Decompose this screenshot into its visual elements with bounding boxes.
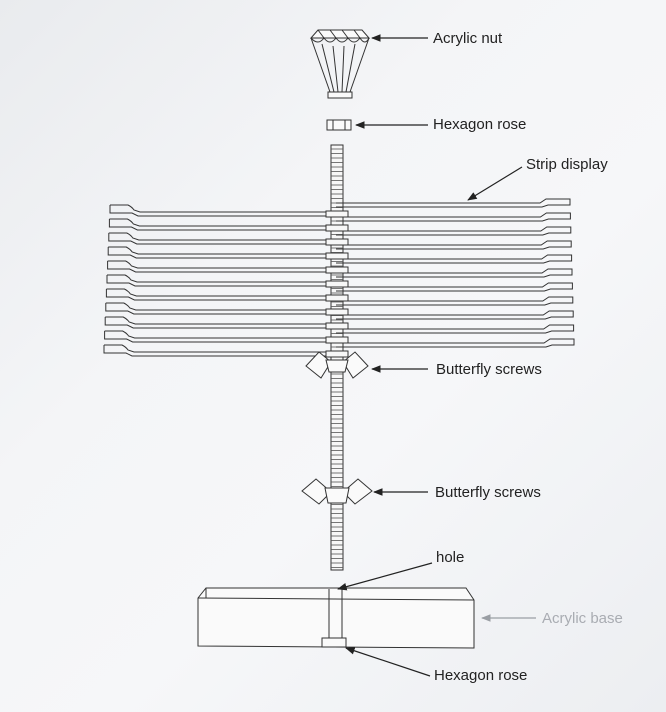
label-hole: hole (436, 549, 465, 566)
label-acrylic-nut: Acrylic nut (433, 30, 503, 47)
strip-8 (105, 296, 574, 316)
butterfly-screw-lower (301, 478, 373, 505)
label-strip-display: Strip display (526, 156, 608, 173)
label-acrylic-base: Acrylic base (542, 610, 623, 627)
strip-3 (108, 226, 572, 246)
arrow-strip-display (467, 166, 523, 201)
strip-11 (103, 338, 575, 358)
strip-4 (107, 240, 572, 260)
arrow-hole (337, 562, 433, 591)
label-butterfly-screws-lower: Butterfly screws (435, 484, 541, 501)
butterfly-screw-upper (305, 351, 369, 379)
label-hexagon-rose-top: Hexagon rose (433, 116, 527, 133)
hexagon-rose-top (326, 119, 352, 131)
strip-1 (109, 198, 571, 218)
label-hexagon-rose-bottom: Hexagon rose (434, 667, 528, 684)
label-butterfly-screws-upper: Butterfly screws (436, 361, 542, 378)
strip-10 (104, 324, 575, 344)
acrylic-base (197, 587, 475, 649)
arrow-hexagon-rose-bottom (345, 647, 431, 677)
strip-5 (107, 254, 573, 274)
acrylic-nut (309, 29, 371, 99)
strip-display-stack (103, 198, 575, 358)
